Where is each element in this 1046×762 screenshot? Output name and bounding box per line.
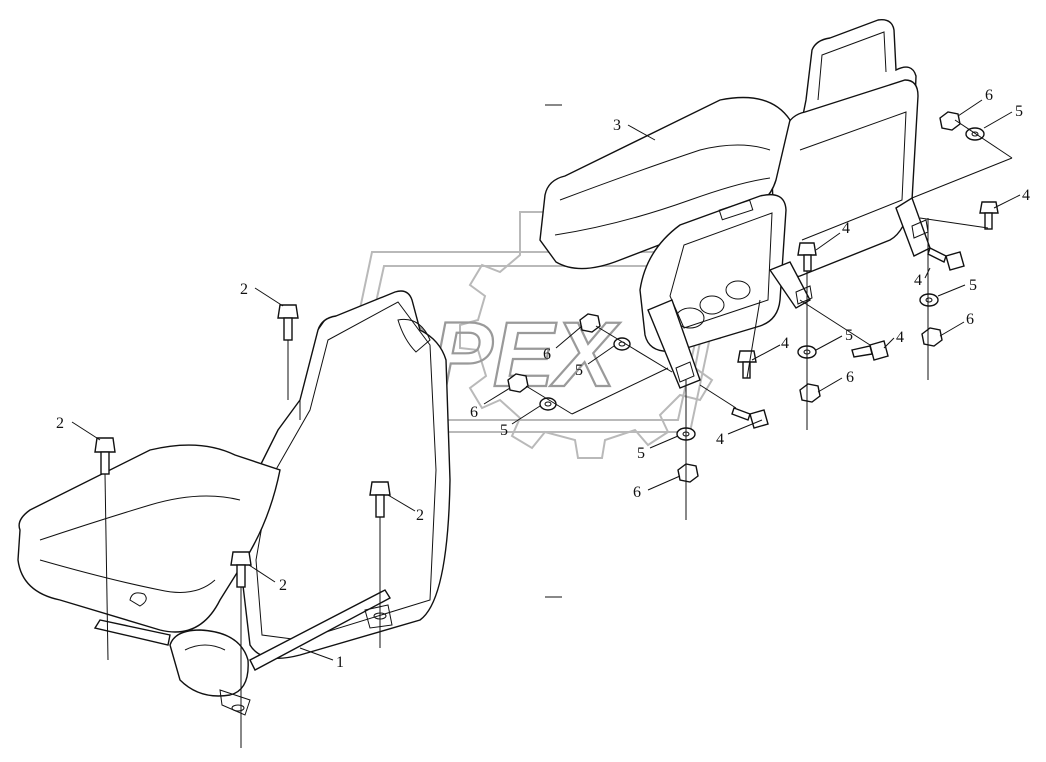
bolt xyxy=(737,350,757,379)
seat-3 xyxy=(539,19,931,389)
bolts-part-2 xyxy=(94,304,391,748)
callout-5: 5 xyxy=(500,422,508,439)
callout-5: 5 xyxy=(845,327,853,344)
callout-4: 4 xyxy=(1022,187,1030,204)
bolt xyxy=(979,201,999,230)
bolt xyxy=(369,481,391,648)
seat-1 xyxy=(17,290,451,716)
bolt xyxy=(927,247,965,271)
leader-lines xyxy=(71,99,1021,661)
callout-4: 4 xyxy=(896,329,904,346)
callout-5: 5 xyxy=(1015,103,1023,120)
callout-6: 6 xyxy=(985,87,993,104)
callout-6: 6 xyxy=(966,311,974,328)
callout-labels: 1 2 2 2 2 3 4 4 4 4 4 4 5 5 5 5 5 5 6 6 … xyxy=(56,87,1030,671)
callout-5: 5 xyxy=(969,277,977,294)
callout-2: 2 xyxy=(416,507,424,524)
bolt xyxy=(851,340,889,361)
callout-1: 1 xyxy=(336,654,344,671)
assembly-lines xyxy=(525,119,1013,520)
bolt xyxy=(230,551,252,748)
callout-4: 4 xyxy=(842,220,850,237)
washers-part-5 xyxy=(539,127,985,441)
callout-6: 6 xyxy=(633,484,641,501)
stray-marks xyxy=(545,104,562,598)
bolt xyxy=(797,242,817,272)
bolt xyxy=(277,304,299,400)
callout-6: 6 xyxy=(470,404,478,421)
callout-4: 4 xyxy=(781,335,789,352)
bolt xyxy=(94,437,116,661)
callout-5: 5 xyxy=(637,445,645,462)
callout-6: 6 xyxy=(543,346,551,363)
callout-2: 2 xyxy=(240,281,248,298)
callout-3: 3 xyxy=(613,117,621,134)
callout-4: 4 xyxy=(914,272,922,289)
nuts-part-6 xyxy=(507,111,961,483)
callout-4: 4 xyxy=(716,431,724,448)
bolts-part-4 xyxy=(731,201,999,429)
callout-2: 2 xyxy=(279,577,287,594)
callout-2: 2 xyxy=(56,415,64,432)
callout-6: 6 xyxy=(846,369,854,386)
callout-5: 5 xyxy=(575,362,583,379)
